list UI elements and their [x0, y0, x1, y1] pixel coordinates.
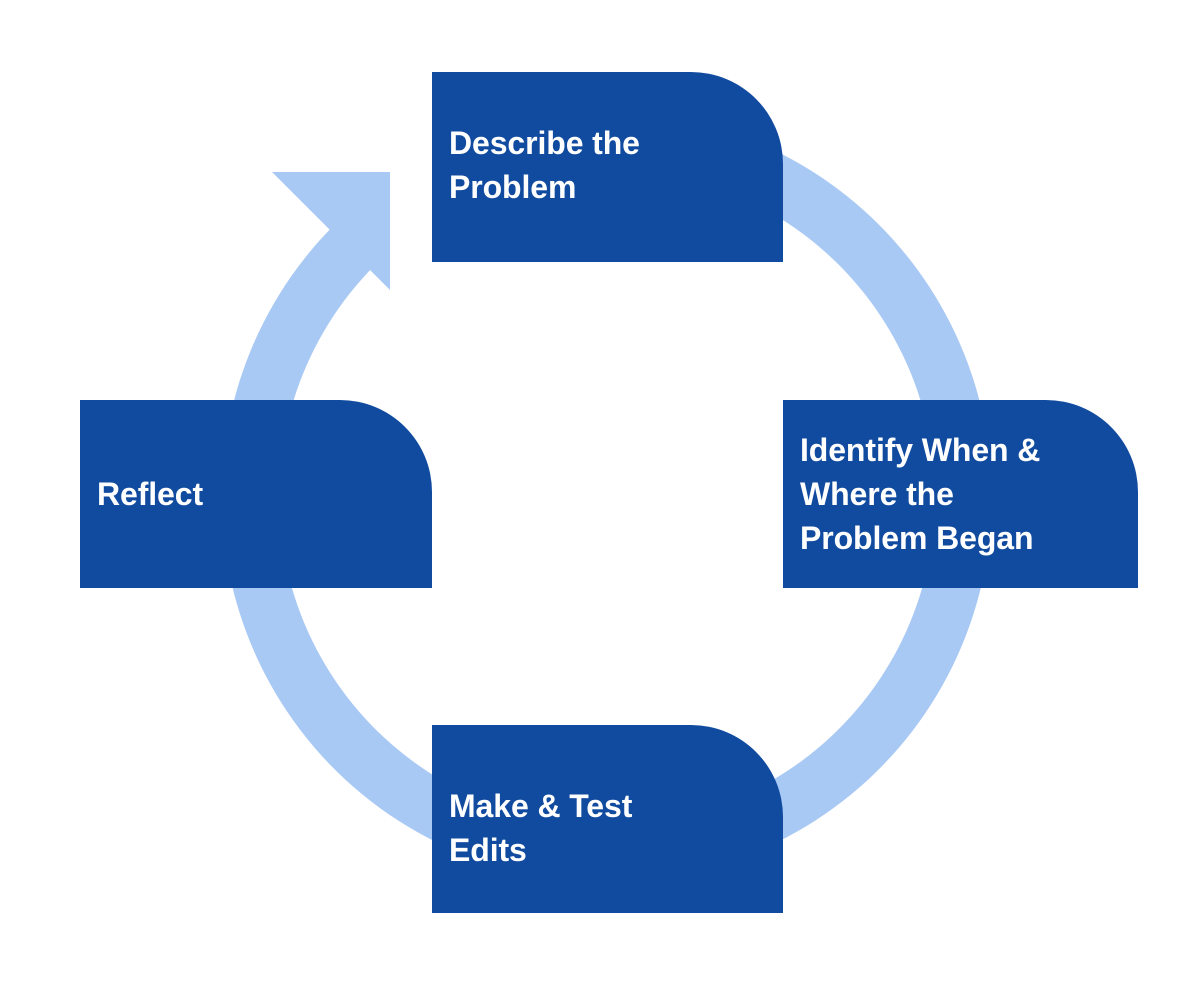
stage-label-describe-the-problem: Describe the Problem [449, 125, 640, 205]
stage-box-make-and-test-edits[interactable]: Make & Test Edits [432, 725, 783, 913]
stage-label-identify-when-and-where-the-problem-began: Identify When & Where the Problem Began [800, 432, 1041, 556]
stage-box-describe-the-problem[interactable]: Describe the Problem [432, 72, 783, 262]
cycle-arrow-head [272, 172, 390, 290]
stage-box-reflect[interactable]: Reflect [80, 400, 432, 588]
stage-label-reflect: Reflect [97, 476, 204, 512]
stage-label-make-and-test-edits: Make & Test Edits [449, 788, 633, 868]
stage-box-identify-when-and-where-the-problem-began[interactable]: Identify When & Where the Problem Began [783, 400, 1138, 588]
